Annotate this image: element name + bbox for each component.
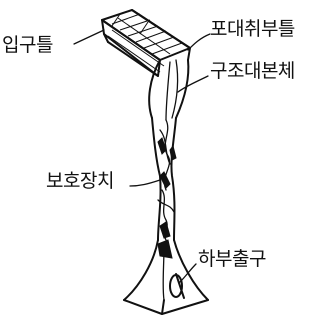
label-protection-device: 보호장치 (46, 172, 114, 191)
bag-mount-drawing (149, 60, 188, 120)
label-lower-outlet: 하부출구 (198, 250, 266, 269)
label-inlet-frame: 입구틀 (2, 36, 53, 55)
leader-lines (74, 30, 210, 282)
label-bag-mount-frame: 포대취부틀 (210, 20, 295, 39)
label-main-body: 구조대본체 (210, 62, 295, 81)
lower-outlet-drawing (124, 240, 208, 314)
chute-body-drawing (152, 118, 176, 240)
